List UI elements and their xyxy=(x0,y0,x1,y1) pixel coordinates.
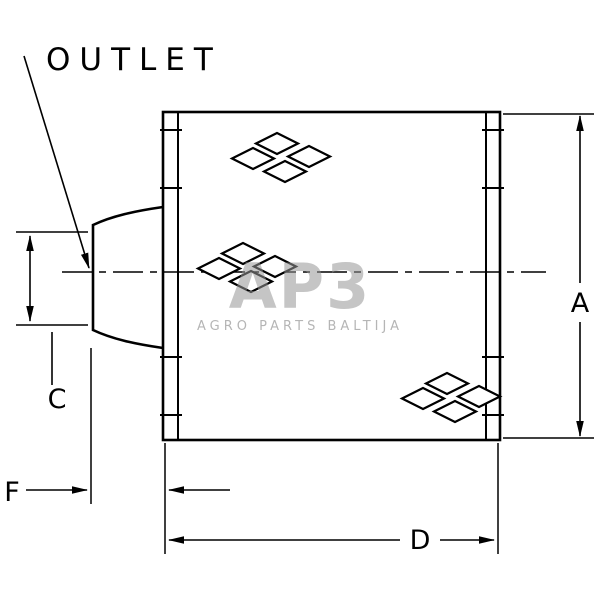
outlet-tube xyxy=(91,205,164,350)
watermark: AP3 AGRO PARTS BALTIJA xyxy=(197,250,403,334)
outlet-label: OUTLET xyxy=(46,42,222,78)
dimension-a: A xyxy=(503,113,594,439)
endcap-tick-marks xyxy=(160,129,504,416)
dim-d-label: D xyxy=(410,525,431,556)
diamond-cluster-bottom xyxy=(399,371,503,424)
diamond-cluster-middle xyxy=(195,241,299,294)
outlet-leader-line xyxy=(23,55,90,269)
dim-c-label: C xyxy=(48,384,67,415)
dim-a-label: A xyxy=(571,288,590,319)
dimension-f: F xyxy=(4,348,230,508)
watermark-subtitle: AGRO PARTS BALTIJA xyxy=(197,319,403,334)
dimension-d: D xyxy=(164,443,499,556)
diamond-cluster-top xyxy=(229,131,333,184)
dimension-c: C xyxy=(16,231,88,415)
watermark-logo: AP3 xyxy=(229,250,372,323)
dim-f-label: F xyxy=(4,477,20,508)
